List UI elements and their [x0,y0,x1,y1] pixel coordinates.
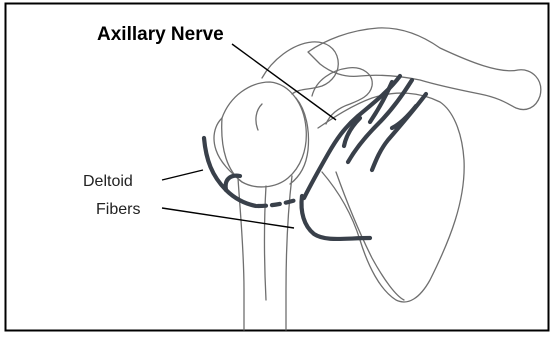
deltoid-label: Deltoid [83,173,133,190]
diagram-border [6,4,549,331]
fibers-label: Fibers [96,201,140,218]
axillary-nerve-label: Axillary Nerve [97,24,224,45]
